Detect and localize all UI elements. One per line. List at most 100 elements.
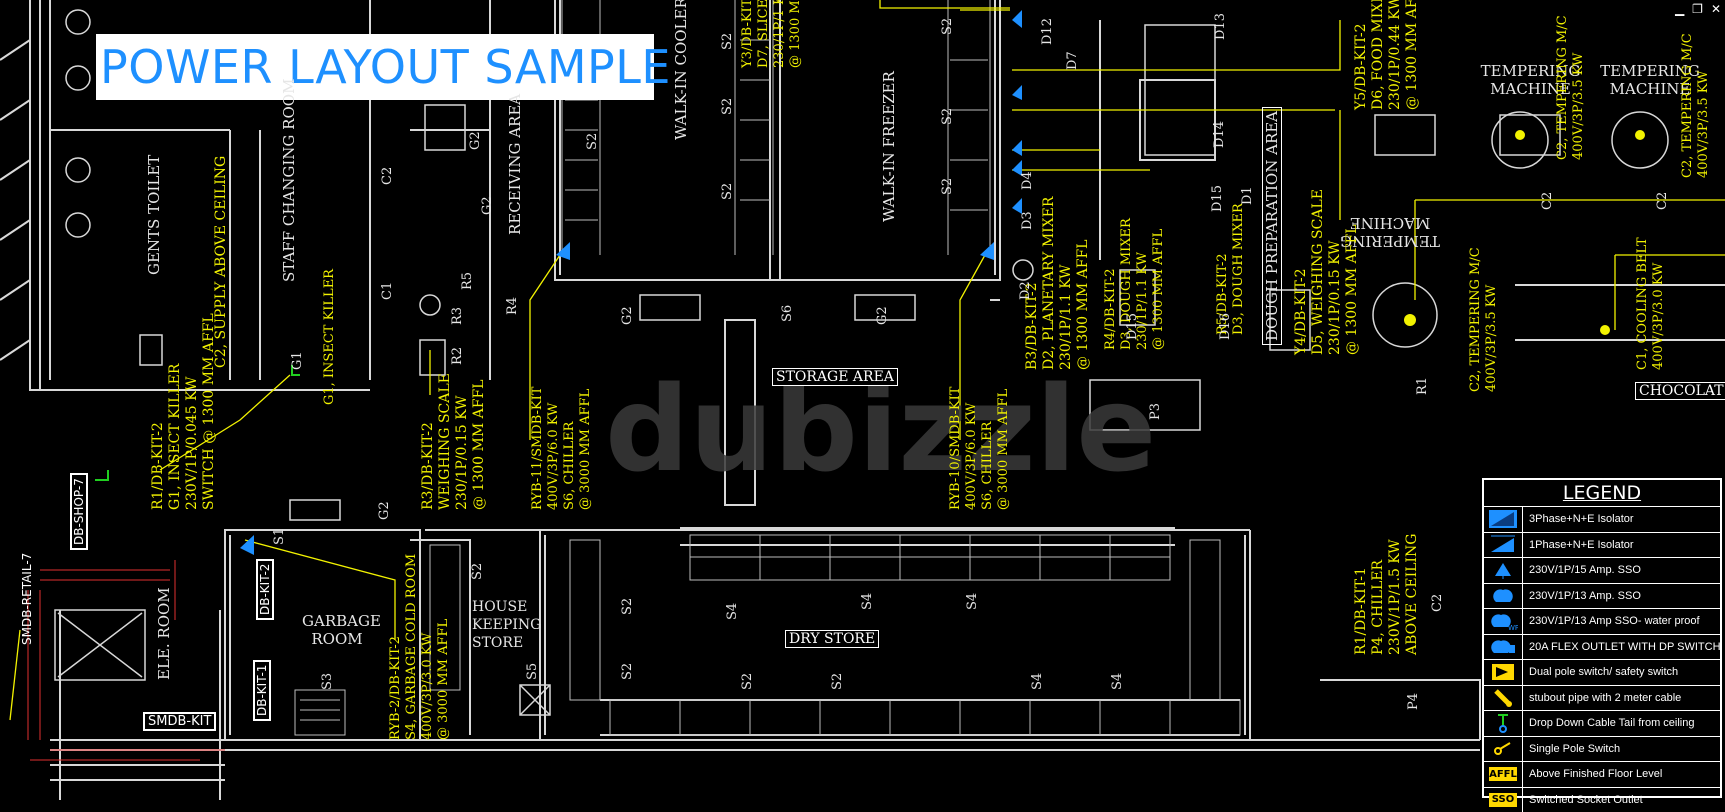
1ph-isolator-icon bbox=[1484, 533, 1523, 558]
single-switch-icon bbox=[1484, 737, 1523, 762]
circuit-note-line: 230/1P/0.44 KW bbox=[1387, 0, 1404, 110]
equipment-tag: G1 bbox=[290, 351, 305, 370]
equipment-tag: D2 bbox=[1018, 281, 1033, 300]
circuit-note-line: R1/DB-KIT-1 bbox=[1353, 534, 1370, 655]
equipment-tag: D15 bbox=[1125, 313, 1140, 340]
circuit-note-line: RYB-10/SMDB-KIT bbox=[948, 387, 964, 510]
circuit-note-line: D3, DOUGH MIXER bbox=[1231, 203, 1247, 335]
room-dry-store: DRY STORE bbox=[785, 630, 879, 648]
equipment-tag: S2 bbox=[940, 108, 955, 125]
equipment-tag: D4 bbox=[1020, 171, 1035, 190]
equipment-tag: S4 bbox=[965, 593, 980, 610]
circuit-note-line: @ 1300 MM AFFL bbox=[788, 0, 804, 68]
room-receiving-area: RECEIVING AREA bbox=[506, 94, 524, 235]
room-walk-in-cooler: WALK-IN COOLER bbox=[672, 0, 690, 140]
equipment-tag: S4 bbox=[725, 603, 740, 620]
equipment-tag: C2 bbox=[1655, 192, 1670, 210]
equipment-tag: S6 bbox=[780, 305, 795, 322]
svg-text:WP: WP bbox=[1508, 624, 1518, 631]
label-db-kit-1: DB-KIT-1 bbox=[253, 660, 271, 721]
equipment-tag: S3 bbox=[320, 673, 335, 690]
room-storage-area: STORAGE AREA bbox=[772, 368, 898, 386]
room-staff-changing-room: STAFF CHANGING ROOM bbox=[280, 79, 298, 282]
close-icon[interactable]: ✕ bbox=[1711, 2, 1721, 16]
circuit-note-line: @ 1300 MM AFFL bbox=[1404, 0, 1421, 110]
legend-label: 230V/1P/15 Amp. SSO bbox=[1523, 558, 1720, 583]
equipment-tag: R5 bbox=[460, 272, 475, 290]
equipment-tag: S2 bbox=[720, 33, 735, 50]
equipment-tag: S2 bbox=[740, 673, 755, 690]
equipment-tag: R4 bbox=[505, 297, 520, 315]
circuit-note-line: 400V/3P/6.0 KW bbox=[964, 387, 980, 510]
legend-item: 20A FLEX OUTLET WITH DP SWITCH bbox=[1484, 635, 1720, 661]
window-controls: ▁ ❐ ✕ bbox=[1675, 2, 1721, 16]
circuit-note-line: C2, TEMPERING M/C bbox=[1555, 15, 1571, 160]
equipment-tag: S2 bbox=[585, 133, 600, 150]
legend-label: Dual pole switch/ safety switch bbox=[1523, 660, 1720, 685]
circuit-note-line: C2, TEMPERING M/C bbox=[1468, 247, 1484, 392]
circuit-note-line: C2, TEMPERING M/C bbox=[1680, 33, 1696, 178]
circuit-note-line: 400V/3P/3.0 KW bbox=[1651, 237, 1667, 370]
circuit-note-line: R4/DB-KIT-2 bbox=[1103, 218, 1119, 350]
circuit-note-line: 230/1P/1 KW bbox=[772, 0, 788, 68]
circuit-note-line: @ 3000 MM AFFL bbox=[436, 554, 452, 740]
legend-item: 3Phase+N+E Isolator bbox=[1484, 507, 1720, 533]
circuit-note-line: 230V/1P/1.5 KW bbox=[1387, 534, 1404, 655]
equipment-tag: S2 bbox=[620, 663, 635, 680]
circuit-note-line: G1, INSECT KILLER bbox=[322, 269, 338, 405]
equipment-tag: S2 bbox=[470, 563, 485, 580]
equipment-tag: G2 bbox=[875, 306, 890, 325]
equipment-tag: P4 bbox=[1406, 693, 1421, 710]
room-dough-preparation-area: DOUGH PREPARATION AREA bbox=[1262, 107, 1282, 345]
equipment-tag: G2 bbox=[468, 131, 483, 150]
circuit-note-line: D6, FOOD MIXER bbox=[1370, 0, 1387, 110]
legend-label: stubout pipe with 2 meter cable bbox=[1523, 686, 1720, 711]
equipment-tag: G2 bbox=[377, 501, 392, 520]
equipment-tag: D14 bbox=[1212, 121, 1227, 148]
equipment-tag: R3 bbox=[450, 307, 465, 325]
circuit-note-line: @ 1300 MM AFFL bbox=[1344, 189, 1361, 355]
legend-label: Above Finished Floor Level bbox=[1523, 762, 1720, 787]
circuit-note-line: 400V/3P/3.5 KW bbox=[1696, 33, 1712, 178]
circuit-note-line: C1, COOLING BELT bbox=[1635, 237, 1651, 370]
equipment-tag: D12 bbox=[1040, 18, 1055, 45]
room-chocolate: CHOCOLAT bbox=[1635, 382, 1725, 400]
label-db-kit-2: DB-KIT-2 bbox=[256, 559, 274, 620]
equipment-tag: R2 bbox=[450, 347, 465, 365]
equipment-tag: S2 bbox=[830, 673, 845, 690]
legend-label: 230V/1P/13 Amp SSO- water proof bbox=[1523, 609, 1720, 634]
equipment-tag: C1 bbox=[380, 282, 395, 300]
circuit-note-insect-killer-short: G1, INSECT KILLER bbox=[322, 269, 338, 405]
restore-icon[interactable]: ❐ bbox=[1692, 2, 1703, 16]
label-db-shop-7: DB-SHOP-7 bbox=[70, 473, 88, 550]
equipment-tag: G2 bbox=[620, 306, 635, 325]
equipment-tag: S4 bbox=[1030, 673, 1045, 690]
equipment-tag: G2 bbox=[480, 196, 495, 215]
legend-item: 1Phase+N+E Isolator bbox=[1484, 533, 1720, 559]
circuit-note-line: G1, INSECT KILLER bbox=[167, 313, 184, 510]
sso-15a-icon bbox=[1484, 558, 1523, 583]
equipment-tag: D16 bbox=[1218, 313, 1233, 340]
legend-item: 230V/1P/15 Amp. SSO bbox=[1484, 558, 1720, 584]
equipment-tag: D1 bbox=[1240, 186, 1255, 205]
minimize-icon[interactable]: ▁ bbox=[1675, 2, 1684, 16]
equipment-tag: S5 bbox=[525, 663, 540, 680]
circuit-note-line: S6, CHILLER bbox=[980, 387, 996, 510]
equipment-tag: S2 bbox=[620, 598, 635, 615]
circuit-note-line: @ 3000 MM AFFL bbox=[578, 387, 594, 510]
dp-switch-icon bbox=[1484, 660, 1523, 685]
equipment-tag: D7 bbox=[1065, 51, 1080, 70]
circuit-note-line: P4, CHILLER bbox=[1370, 534, 1387, 655]
